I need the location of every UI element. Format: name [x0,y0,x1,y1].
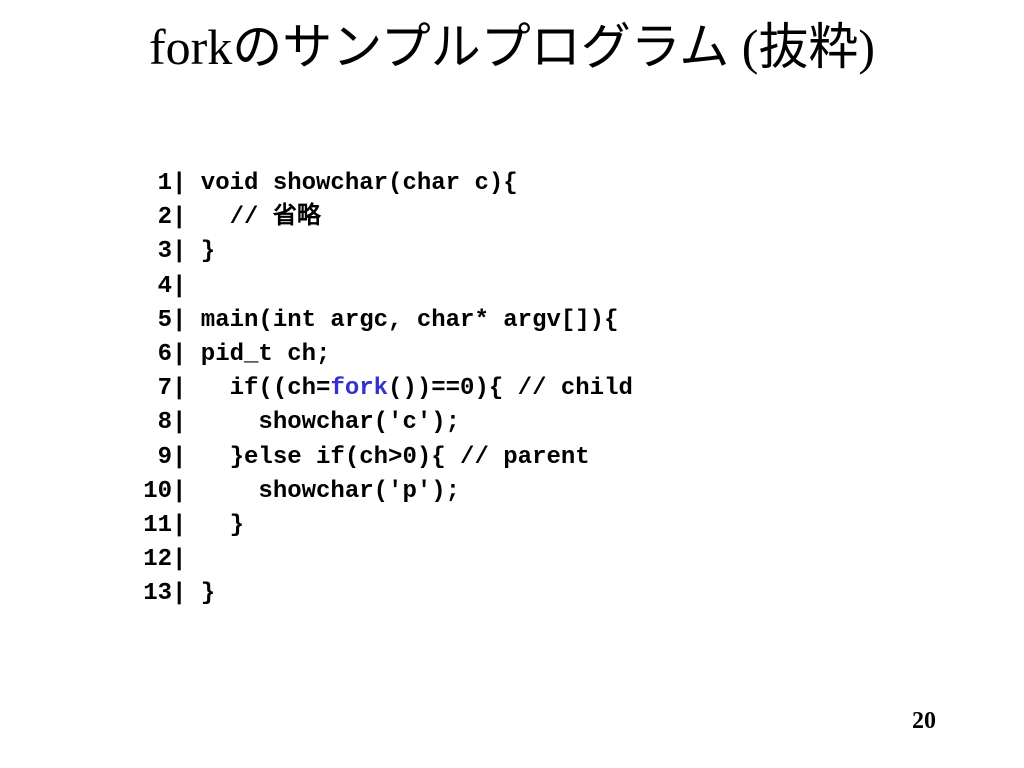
line-separator: | [172,238,187,266]
line-separator: | [172,511,187,539]
line-number: 3 [157,238,172,266]
code-line: 7| if((ch=fork())==0){ // child [100,372,900,406]
line-text: } [186,511,245,539]
code-line: 3| } [100,235,900,269]
line-separator: | [172,204,187,232]
line-number: 13 [143,580,172,608]
code-listing: 1| void showchar(char c){ 2| // 省略 3| } … [100,167,900,611]
line-text-after-keyword: ())==0){ // child [388,375,633,403]
code-line: 1| void showchar(char c){ [100,167,900,201]
line-text-before-keyword: if((ch= [186,375,331,403]
line-number: 8 [157,409,172,437]
code-line: 2| // 省略 [100,201,900,235]
line-text: // 省略 [186,204,321,232]
line-number: 10 [143,477,172,505]
page-number: 20 [912,708,936,734]
line-text: showchar('c'); [186,409,461,437]
slide-title: forkのサンプルプログラム (抜粋) [148,19,876,75]
line-text: } [186,238,216,266]
line-number: 2 [157,204,172,232]
fork-keyword: fork [330,375,389,403]
line-number: 9 [157,443,172,471]
line-separator: | [172,272,187,300]
line-separator: | [172,375,187,403]
line-separator: | [172,580,187,608]
line-number: 12 [143,546,172,574]
line-number: 4 [157,272,172,300]
line-text: } [186,580,216,608]
line-text: showchar('p'); [186,477,461,505]
code-line: 9| }else if(ch>0){ // parent [100,441,900,475]
code-line: 4| [100,270,900,304]
line-text: void showchar(char c){ [186,170,518,197]
code-line: 8| showchar('c'); [100,406,900,440]
line-separator: | [172,409,187,437]
line-separator: | [172,306,187,334]
code-line: 10| showchar('p'); [100,475,900,509]
line-separator: | [172,340,187,368]
line-number: 5 [157,306,172,334]
code-line: 5| main(int argc, char* argv[]){ [100,304,900,338]
line-number: 11 [143,511,172,539]
line-text: pid_t ch; [186,340,331,368]
line-text: main(int argc, char* argv[]){ [186,306,619,334]
code-line: 13| } [100,577,900,611]
line-text: }else if(ch>0){ // parent [186,443,590,471]
line-number: 1 [157,170,172,197]
line-number: 7 [157,375,172,403]
line-separator: | [172,443,187,471]
line-number: 6 [157,340,172,368]
code-line: 11| } [100,509,900,543]
code-line: 12| [100,543,900,577]
line-separator: | [172,477,187,505]
line-separator: | [172,170,187,197]
line-separator: | [172,546,187,574]
code-line: 6| pid_t ch; [100,338,900,372]
